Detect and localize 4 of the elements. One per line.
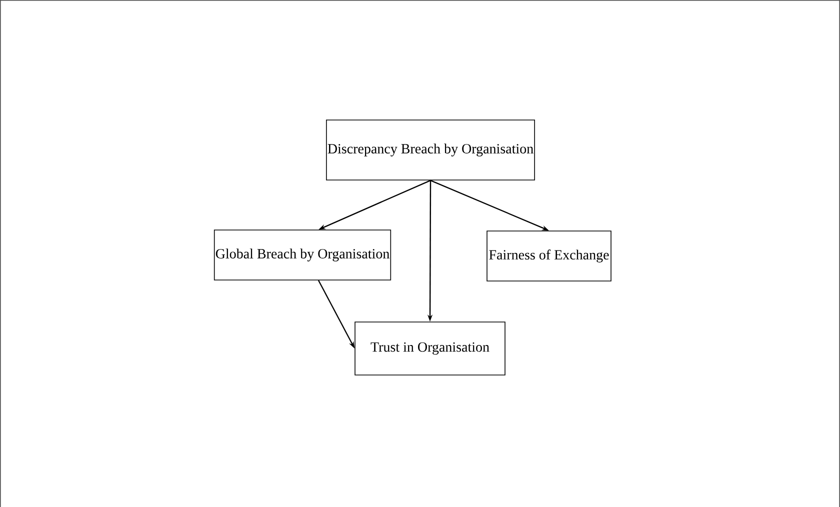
concept-box: Global Breach by Organisation: [214, 230, 392, 280]
concept-box: Trust in Organisation: [354, 322, 506, 376]
concept-box: Discrepancy Breach by Organisation: [326, 120, 535, 180]
concept-box: Fairness of Exchange: [486, 230, 612, 282]
